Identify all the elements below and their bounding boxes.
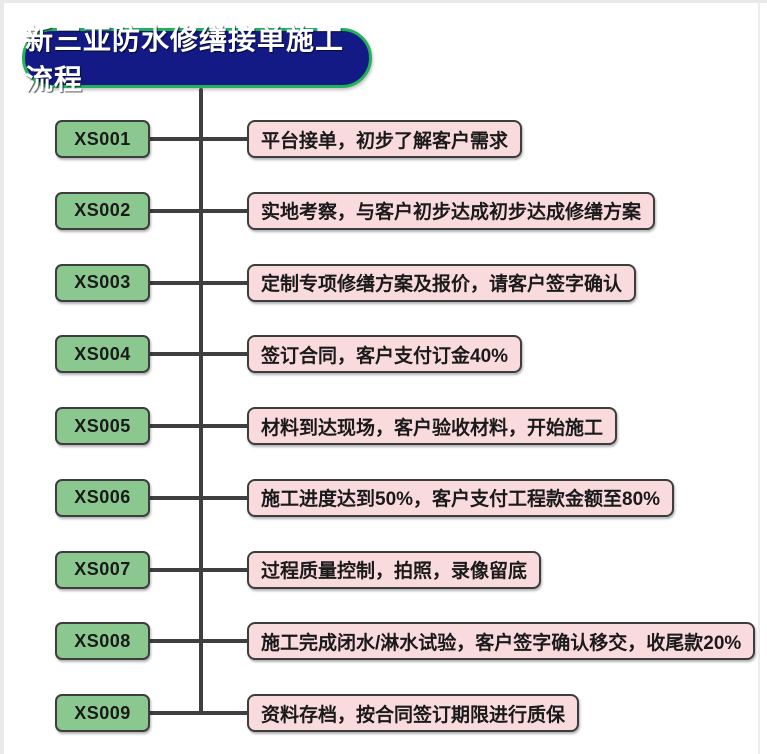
step-label-node: 实地考察，与客户初步达成初步达成修缮方案 <box>247 191 656 230</box>
flow-row: XS007 过程质量控制，拍照，录像留底 <box>0 550 767 589</box>
canvas-edge-top <box>0 0 767 3</box>
row-connector-line <box>150 352 247 357</box>
step-label-text: 施工进度达到50%，客户支付工程款金额至80% <box>261 489 661 511</box>
flow-row: XS002 实地考察，与客户初步达成初步达成修缮方案 <box>0 191 767 230</box>
step-label-node: 过程质量控制，拍照，录像留底 <box>247 550 542 589</box>
step-label-text: 定制专项修缮方案及报价，请客户签字确认 <box>261 274 623 295</box>
step-code-node: XS003 <box>55 263 150 302</box>
flow-row: XS003 定制专项修缮方案及报价，请客户签字确认 <box>0 263 767 302</box>
step-label-text: 签订合同，客户支付订金40% <box>261 345 509 367</box>
step-label-text: 资料存档，按合同签订期限进行质保 <box>261 704 566 726</box>
step-label-text: 过程质量控制，拍照，录像留底 <box>261 561 528 582</box>
flow-row: XS001 平台接单，初步了解客户需求 <box>0 120 767 158</box>
step-code-text: XS006 <box>74 487 131 508</box>
row-connector-line <box>150 208 247 213</box>
row-connector-line <box>150 424 247 428</box>
step-code-node: XS005 <box>55 407 150 445</box>
step-code-text: XS003 <box>74 272 131 292</box>
row-connector-line <box>150 280 247 285</box>
step-code-text: XS008 <box>74 630 131 651</box>
step-code-node: XS009 <box>55 694 150 732</box>
step-label-text: 施工完成闭水/淋水试验，客户签字确认移交，收尾款20% <box>261 632 742 654</box>
step-label-node: 材料到达现场，客户验收材料，开始施工 <box>247 407 618 445</box>
step-code-node: XS001 <box>55 120 150 158</box>
row-connector-line <box>150 711 247 715</box>
flow-row: XS008 施工完成闭水/淋水试验，客户签字确认移交，收尾款20% <box>0 622 767 661</box>
row-connector-line <box>150 639 247 644</box>
canvas-edge-right <box>758 0 760 754</box>
step-label-node: 施工完成闭水/淋水试验，客户签字确认移交，收尾款20% <box>247 622 756 661</box>
row-connector-line <box>150 567 247 572</box>
row-connector-line <box>150 137 247 141</box>
step-code-node: XS008 <box>55 622 150 661</box>
trunk-line <box>199 88 203 715</box>
step-code-node: XS002 <box>55 191 150 230</box>
step-code-node: XS004 <box>55 335 150 374</box>
step-label-node: 施工进度达到50%，客户支付工程款金额至80% <box>247 478 675 517</box>
step-code-text: XS005 <box>74 415 131 436</box>
step-code-text: XS004 <box>74 343 131 364</box>
step-label-node: 签订合同，客户支付订金40% <box>247 335 523 374</box>
step-label-text: 平台接单，初步了解客户需求 <box>261 130 509 152</box>
row-connector-line <box>150 495 247 500</box>
flow-row: XS006 施工进度达到50%，客户支付工程款金额至80% <box>0 478 767 517</box>
step-code-node: XS006 <box>55 478 150 517</box>
flow-row: XS005 材料到达现场，客户验收材料，开始施工 <box>0 407 767 445</box>
step-code-text: XS009 <box>74 702 131 723</box>
step-code-text: XS007 <box>74 559 131 579</box>
step-label-node: 定制专项修缮方案及报价，请客户签字确认 <box>247 263 637 302</box>
flow-row: XS009 资料存档，按合同签订期限进行质保 <box>0 694 767 732</box>
step-code-text: XS002 <box>74 200 131 221</box>
flowchart-title-node: 新三亚防水修缮接单施工流程 <box>22 24 372 95</box>
step-label-node: 平台接单，初步了解客户需求 <box>247 120 523 158</box>
canvas-edge-left <box>0 0 4 754</box>
step-label-node: 资料存档，按合同签订期限进行质保 <box>247 694 580 732</box>
step-code-text: XS001 <box>74 128 131 149</box>
step-label-text: 材料到达现场，客户验收材料，开始施工 <box>261 417 604 439</box>
step-code-node: XS007 <box>55 550 150 589</box>
flow-row: XS004 签订合同，客户支付订金40% <box>0 335 767 374</box>
step-label-text: 实地考察，与客户初步达成初步达成修缮方案 <box>261 202 642 224</box>
flowchart-title-text: 新三亚防水修缮接单施工流程 <box>25 24 345 95</box>
